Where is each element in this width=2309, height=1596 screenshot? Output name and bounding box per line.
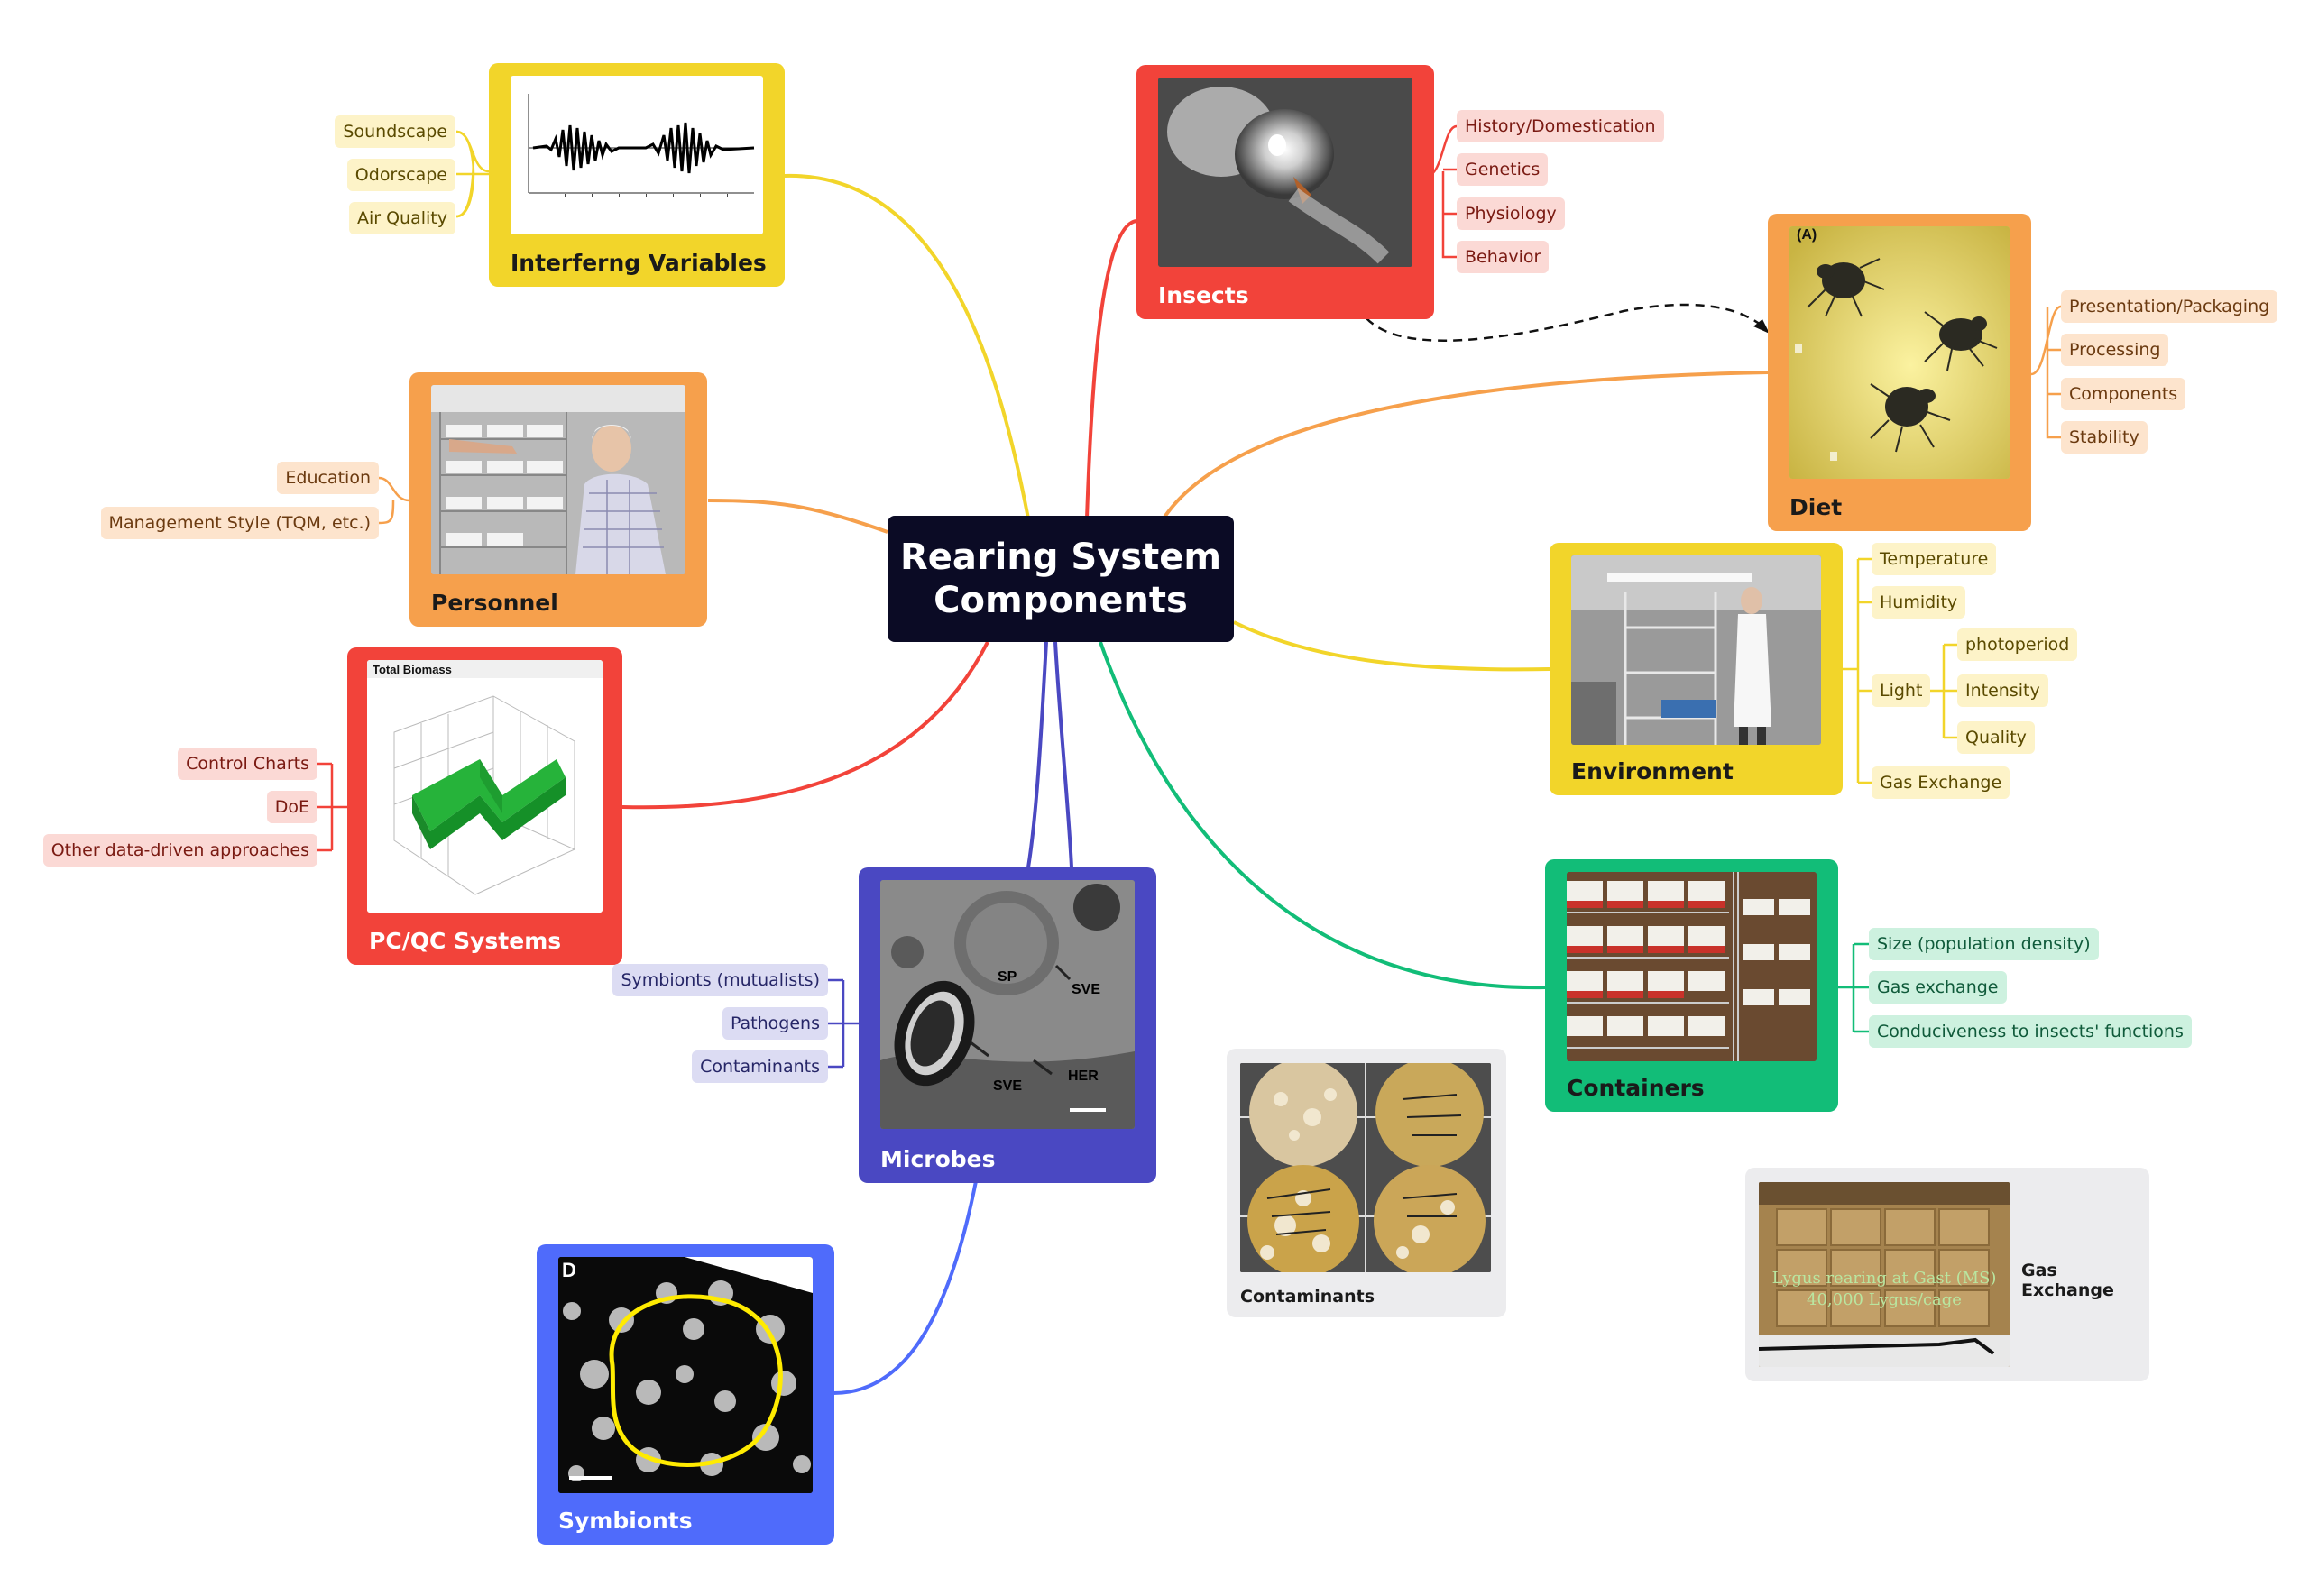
diet-photo-letter: (A) bbox=[1797, 227, 1817, 243]
waveform-image bbox=[511, 76, 763, 234]
leaf-photoperiod[interactable]: photoperiod bbox=[1957, 628, 2078, 661]
diet-title: Diet bbox=[1789, 494, 1843, 520]
microbes-tem-image: SP SVE SVE HER bbox=[880, 880, 1135, 1129]
pcqc-title: PC/QC Systems bbox=[369, 928, 562, 954]
interfering-variables-card[interactable]: Interferng Variables bbox=[489, 63, 785, 287]
leaf-processing[interactable]: Processing bbox=[2061, 334, 2169, 366]
leaf-genetics[interactable]: Genetics bbox=[1457, 153, 1549, 186]
leaf-pathogens[interactable]: Pathogens bbox=[722, 1007, 828, 1040]
link-pcqc bbox=[621, 641, 989, 810]
personnel-image bbox=[431, 385, 685, 574]
symbionts-title: Symbionts bbox=[558, 1508, 693, 1534]
bracket-microbes bbox=[828, 978, 859, 1069]
leaf-odorscape[interactable]: Odorscape bbox=[346, 159, 455, 191]
chart-header: Total Biomass bbox=[373, 663, 452, 676]
link-personnel bbox=[707, 499, 888, 534]
leaf-physiology[interactable]: Physiology bbox=[1457, 197, 1565, 230]
personnel-card[interactable]: Personnel bbox=[409, 372, 707, 627]
microbes-label-sp: SP bbox=[998, 969, 1017, 985]
leaf-management-style[interactable]: Management Style (TQM, etc.) bbox=[100, 507, 379, 539]
leaf-gas-exchange[interactable]: Gas Exchange bbox=[1872, 766, 2010, 799]
leaf-stability[interactable]: Stability bbox=[2061, 421, 2148, 454]
leaf-quality[interactable]: Quality bbox=[1957, 721, 2035, 754]
personnel-title: Personnel bbox=[431, 590, 558, 616]
diet-card[interactable]: (A) Diet bbox=[1768, 214, 2031, 531]
link-diet bbox=[1162, 371, 1769, 520]
microbes-label-her: HER bbox=[1068, 1069, 1099, 1084]
leaf-humidity[interactable]: Humidity bbox=[1872, 586, 1966, 619]
lygus-photo-text-1: Lygus rearing at Gast (MS) bbox=[1772, 1269, 1997, 1288]
lygus-cage-image: Lygus rearing at Gast (MS) 40,000 Lygus/… bbox=[1759, 1182, 2010, 1367]
center-title-line1: Rearing System bbox=[899, 537, 1221, 578]
link-symbionts bbox=[833, 1180, 978, 1395]
leaf-education[interactable]: Education bbox=[277, 462, 379, 494]
leaf-air-quality[interactable]: Air Quality bbox=[348, 202, 455, 234]
bracket-personnel bbox=[378, 476, 410, 525]
link-interfering bbox=[784, 173, 1030, 519]
link-insects bbox=[1085, 219, 1137, 519]
leaf-contaminants-microbes[interactable]: Contaminants bbox=[692, 1050, 828, 1083]
symbionts-photo-letter: D bbox=[562, 1259, 576, 1281]
leaf-symbionts-mutualists[interactable]: Symbionts (mutualists) bbox=[612, 964, 828, 996]
link-microbes-2 bbox=[1053, 641, 1073, 868]
environment-card[interactable]: Environment bbox=[1550, 543, 1843, 795]
lygus-photo-text-2: 40,000 Lygus/cage bbox=[1807, 1290, 1962, 1309]
link-environment bbox=[1233, 620, 1550, 672]
gas-exchange-label: Gas Exchange bbox=[2021, 1261, 2114, 1300]
bracket-pcqc bbox=[317, 762, 347, 852]
microbes-title: Microbes bbox=[880, 1146, 996, 1172]
containers-title: Containers bbox=[1567, 1075, 1705, 1101]
leaf-intensity[interactable]: Intensity bbox=[1957, 674, 2048, 707]
microbes-label-sve-1: SVE bbox=[1072, 982, 1100, 997]
microbes-card[interactable]: SP SVE SVE HER Microbes bbox=[859, 867, 1156, 1183]
environment-title: Environment bbox=[1571, 758, 1734, 784]
leaf-behavior[interactable]: Behavior bbox=[1457, 241, 1550, 273]
insects-title: Insects bbox=[1158, 282, 1249, 308]
symbionts-micrograph-image: D bbox=[558, 1257, 813, 1493]
interfering-variables-title: Interferng Variables bbox=[511, 250, 767, 276]
insect-egg-image bbox=[1158, 78, 1412, 267]
petri-dishes-image bbox=[1240, 1063, 1491, 1272]
leaf-gas-exchange-containers[interactable]: Gas exchange bbox=[1869, 971, 2007, 1004]
bracket-environment bbox=[1843, 557, 1872, 784]
leaf-other-approaches[interactable]: Other data-driven approaches bbox=[42, 834, 317, 867]
center-title-line2: Components bbox=[934, 580, 1188, 621]
leaf-history-domestication[interactable]: History/Domestication bbox=[1457, 110, 1664, 142]
bracket-interfering bbox=[455, 130, 490, 218]
link-containers bbox=[1099, 641, 1546, 990]
leaf-control-charts[interactable]: Control Charts bbox=[178, 748, 317, 780]
bracket-diet bbox=[2030, 305, 2062, 439]
leaf-size-population-density[interactable]: Size (population density) bbox=[1869, 928, 2099, 960]
total-biomass-chart-image: Total Biomass bbox=[367, 660, 603, 913]
gas-exchange-floating-card[interactable]: Lygus rearing at Gast (MS) 40,000 Lygus/… bbox=[1745, 1168, 2149, 1381]
contaminants-label: Contaminants bbox=[1240, 1287, 1375, 1307]
diet-weevils-image: (A) bbox=[1789, 226, 2010, 479]
containers-image bbox=[1567, 872, 1817, 1061]
symbionts-card[interactable]: D Symbionts bbox=[537, 1244, 834, 1545]
leaf-temperature[interactable]: Temperature bbox=[1872, 543, 1997, 575]
environment-image bbox=[1571, 555, 1821, 745]
pcqc-card[interactable]: Total Biomass PC/QC Systems bbox=[347, 647, 622, 965]
link-microbes-1 bbox=[1026, 641, 1048, 868]
leaf-soundscape[interactable]: Soundscape bbox=[335, 115, 455, 148]
leaf-presentation-packaging[interactable]: Presentation/Packaging bbox=[2061, 290, 2278, 323]
bracket-containers bbox=[1838, 942, 1869, 1033]
center-node[interactable]: Rearing System Components bbox=[888, 516, 1234, 642]
leaf-doe[interactable]: DoE bbox=[266, 791, 317, 823]
bracket-light bbox=[1926, 643, 1957, 739]
insects-card[interactable]: Insects bbox=[1136, 65, 1434, 319]
leaf-light[interactable]: Light bbox=[1872, 674, 1931, 707]
leaf-conduciveness[interactable]: Conduciveness to insects' functions bbox=[1869, 1015, 2192, 1048]
microbes-label-sve-2: SVE bbox=[993, 1078, 1022, 1094]
containers-card[interactable]: Containers bbox=[1545, 859, 1838, 1112]
contaminants-floating-card[interactable]: Contaminants bbox=[1227, 1049, 1506, 1317]
leaf-components[interactable]: Components bbox=[2061, 378, 2186, 410]
